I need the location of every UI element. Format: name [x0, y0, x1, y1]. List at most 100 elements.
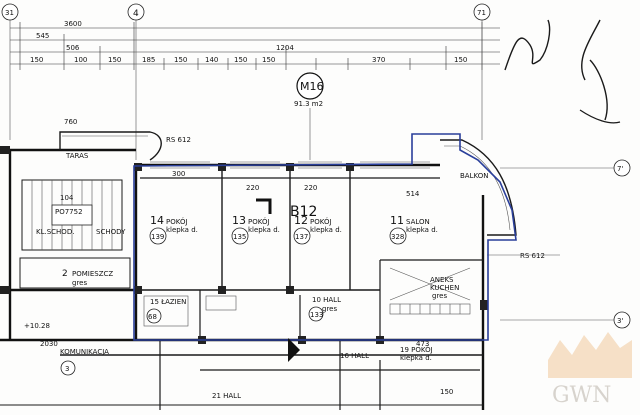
apartment-area: 91.3 m2: [294, 100, 323, 108]
room-12: 12 POKÓJ klepka d. 137 220: [293, 184, 342, 245]
bathroom-label: 15 ŁAZIEN: [150, 298, 186, 306]
room-3-circle: [60, 360, 76, 376]
dim-row-0: 150: [30, 56, 43, 64]
axis-label-31: 31: [5, 9, 14, 17]
b12-marker: B12: [256, 198, 317, 220]
watermark-text: GWN: [552, 383, 611, 408]
kitchen-label-1: ANEKS: [430, 276, 454, 284]
room-12-name: POKÓJ: [310, 217, 332, 226]
room-13: 13 POKÓJ klepka d. 135 220: [231, 184, 280, 245]
label-taras: TARAS: [65, 152, 89, 160]
room-14-number: 14: [150, 214, 164, 227]
label-balkon: BALKON: [460, 172, 488, 180]
dim-row-8: 370: [372, 56, 385, 64]
kitchen-floor: gres: [432, 292, 447, 300]
room-kitchen-annex: ANEKS KUCHEN gres: [389, 267, 471, 315]
apartment-circle: [296, 72, 324, 100]
dim-top4: 1204: [276, 44, 294, 52]
dim-top1: 3600: [64, 20, 82, 28]
dim-row-5: 140: [205, 56, 218, 64]
room-12-area: 137: [295, 233, 308, 241]
axis-circle-71: [473, 3, 491, 21]
room-14: 14 POKÓJ klepka d. 139 300: [149, 170, 198, 245]
label-room-21: 21 HALL: [212, 392, 241, 400]
terrace-outline: TARAS RS 612: [59, 131, 191, 161]
label-room-16: 16 HALL: [340, 352, 369, 360]
room-11-area-circle: [389, 227, 407, 245]
room-12-number: 12: [294, 214, 308, 227]
dim-top3: 506: [66, 44, 80, 52]
label-room-19: 19 POKÓJ: [400, 345, 433, 354]
windows-top: [150, 161, 430, 169]
room-15-bathroom: 15 ŁAZIEN 68: [143, 295, 237, 327]
dim-760: 760: [64, 118, 77, 126]
dim-row-6: 150: [234, 56, 247, 64]
dim-row-1: 100: [74, 56, 87, 64]
b12-label: B12: [290, 204, 317, 220]
axis-circle-31: [1, 3, 19, 21]
room-10-hall: 10 HALL gres 133: [308, 296, 341, 322]
dim-elev: +10.28: [24, 322, 50, 330]
axis-label-4: 4: [133, 9, 139, 19]
dim-row-7: 150: [262, 56, 275, 64]
room-13-floor: klepka d.: [248, 226, 280, 234]
dim-top2: 545: [36, 32, 49, 40]
stairwell: PO7752 KL.SCHOD. SCHODY 104: [21, 179, 126, 251]
label-stair-room: PO7752: [55, 208, 83, 216]
axis-label-7prime: 7': [617, 165, 623, 173]
hall-area: 133: [310, 311, 323, 319]
room-13-name: POKÓJ: [248, 217, 270, 226]
balcony-outline: BALKON RS 612: [440, 139, 560, 260]
room-2-name: POMIESZCZ: [72, 270, 113, 278]
dim-220b: 220: [304, 184, 317, 192]
room-2-number: 2: [62, 269, 68, 279]
bathroom-area-circle: [146, 308, 162, 324]
top-dimension-lines: 3600 545 506 1204 150 100 150 185 150 14…: [10, 20, 500, 126]
watermark: GWN: [548, 332, 632, 408]
dim-300: 300: [172, 170, 185, 178]
room-13-area: 135: [233, 233, 246, 241]
dim-row-3: 185: [142, 56, 155, 64]
dim-row-2: 150: [108, 56, 121, 64]
room-12-area-circle: [293, 227, 311, 245]
dim-473: 473: [416, 340, 429, 348]
dim-150b: 150: [440, 388, 453, 396]
apartment-code: M16: [300, 80, 324, 93]
dim-row-4: 150: [174, 56, 187, 64]
dim-rs612b: RS 612: [520, 252, 545, 260]
hall-area-circle: [308, 306, 324, 322]
room-11-number: 11: [390, 214, 404, 227]
apartment-marker: M16 91.3 m2: [294, 72, 324, 160]
axis-label-3prime: 3': [617, 317, 623, 325]
lower-floor: KOMUNIKACJA 3 16 HALL 19 POKÓJ klepka d.…: [60, 338, 453, 400]
dim-2030: 2030: [40, 340, 58, 348]
label-komunikacja: KOMUNIKACJA: [60, 348, 109, 356]
dim-rs612a: RS 612: [166, 136, 191, 144]
handwritten-annotation: [504, 19, 621, 124]
label-schody: SCHODY: [96, 228, 126, 236]
axis-circle-4: [127, 3, 145, 21]
room-11-floor: klepka d.: [406, 226, 438, 234]
hall-floor: gres: [322, 305, 337, 313]
room-14-floor: klepka d.: [166, 226, 198, 234]
label-room-19-floor: klepka d.: [400, 354, 432, 362]
room-12-floor: klepka d.: [310, 226, 342, 234]
room-14-name: POKÓJ: [166, 217, 188, 226]
axis-label-71: 71: [477, 9, 486, 17]
room-2-floor: gres: [72, 279, 87, 287]
dim-514: 514: [406, 190, 420, 198]
label-room-3: 3: [65, 365, 69, 373]
dim-row-9: 150: [454, 56, 467, 64]
label-kl-schod: KL.SCHOD.: [36, 228, 74, 236]
room-14-area: 139: [151, 233, 164, 241]
room-14-area-circle: [149, 227, 167, 245]
apartment-boundary: [133, 133, 517, 341]
room-11-area: 328: [391, 233, 404, 241]
hall-label: 10 HALL: [312, 296, 341, 304]
room-11: 11 SALON klepka d. 328 514: [389, 190, 438, 245]
room-13-area-circle: [231, 227, 249, 245]
dim-220a: 220: [246, 184, 259, 192]
room-11-name: SALON: [406, 218, 430, 226]
